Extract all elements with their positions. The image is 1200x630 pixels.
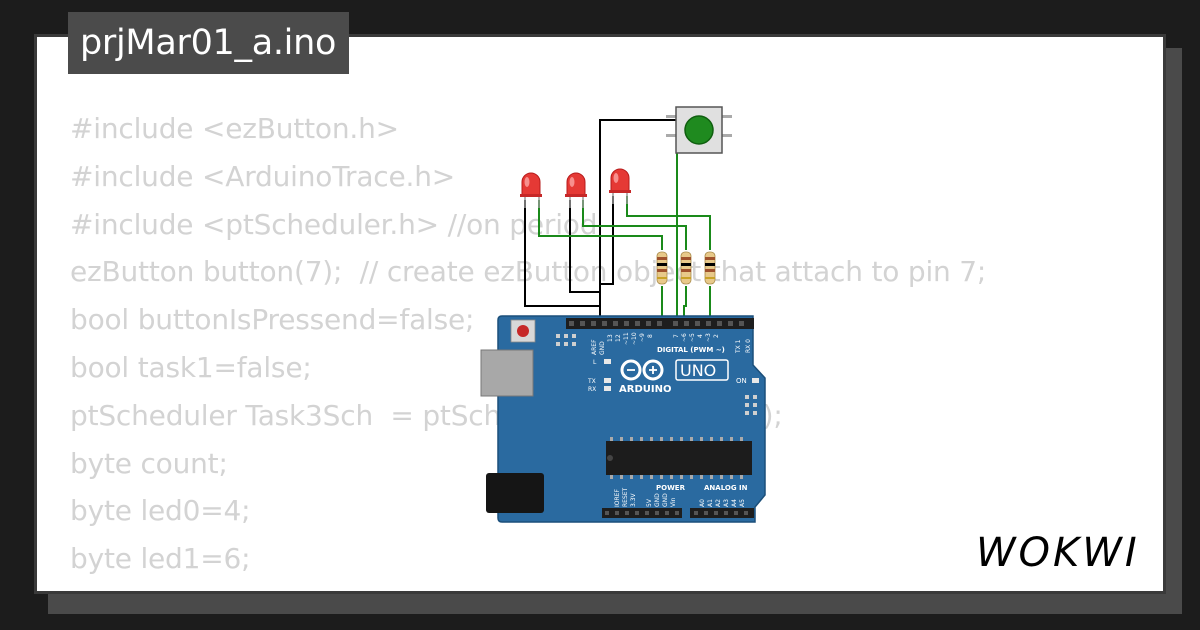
pin-label: ~9 (639, 333, 646, 342)
analog-label: ANALOG IN (704, 484, 748, 492)
pin-label: 7 (673, 334, 680, 338)
code-line: byte led0=4; (70, 494, 251, 528)
power-pin-label: GND (654, 493, 661, 507)
pin-label: 2 (713, 334, 720, 338)
code-line: byte led2=8; (70, 583, 986, 591)
pin-label: 12 (615, 334, 622, 342)
pin-label: 4 (697, 334, 704, 338)
led-red-1[interactable] (520, 172, 542, 208)
analog-pin-label: A2 (715, 499, 722, 507)
board-model-text: UNO (680, 361, 716, 380)
pin-label: 13 (607, 334, 614, 342)
rx-label: RX (588, 386, 596, 393)
on-label: ON (736, 377, 747, 385)
pin-label: ~5 (689, 333, 696, 342)
green-wires (538, 138, 711, 322)
analog-pin-label: A1 (707, 499, 714, 507)
code-line: #include <ezButton.h> (70, 112, 399, 145)
analog-pin-label: A4 (731, 499, 738, 507)
power-label: POWER (656, 484, 686, 492)
analog-pin-label: A0 (699, 499, 706, 507)
push-button[interactable] (666, 106, 732, 154)
resistor-3[interactable] (704, 251, 716, 285)
led-red-3[interactable] (609, 168, 631, 204)
pin-label: ~11 (623, 332, 630, 345)
pin-label: GND (599, 341, 606, 355)
pin-label: ~6 (681, 333, 688, 342)
black-wires (524, 119, 676, 322)
pin-label: RX 0 (745, 339, 752, 353)
analog-pin-label: A5 (739, 499, 746, 507)
l-label: L (593, 359, 597, 366)
wokwi-logo-text: WOKWI (976, 530, 1140, 576)
arduino-logo-icon (620, 359, 664, 381)
circuit-diagram: AREF GND 13 12 ~11 ~10 ~9 8 7 ~6 ~5 4 ~3… (480, 106, 766, 523)
led-red-2[interactable] (565, 172, 587, 208)
code-line: byte led1=6; (70, 542, 251, 576)
pin-label: AREF (591, 339, 598, 355)
pin-label: TX 1 (735, 339, 742, 354)
resistor-1[interactable] (656, 251, 668, 285)
wokwi-logo: WOKWI (976, 530, 1140, 576)
power-pin-label: Vin (670, 497, 677, 507)
pin-label: ~10 (631, 332, 638, 345)
power-pin-label: IOREF (614, 489, 621, 507)
code-line: #include <ArduinoTrace.h> (70, 159, 456, 193)
tx-label: TX (587, 378, 596, 385)
analog-pin-label: A3 (723, 499, 730, 507)
pin-label: ~3 (705, 333, 712, 342)
code-line: bool buttonIsPressend=false; (70, 303, 475, 337)
code-line: byte count; (70, 446, 228, 480)
sketch-title: prjMar01_a.ino (68, 12, 350, 74)
arduino-uno-board[interactable]: AREF GND 13 12 ~11 ~10 ~9 8 7 ~6 ~5 4 ~3… (480, 315, 766, 523)
digital-label: DIGITAL (PWM ~) (657, 346, 725, 354)
code-line: bool task1=false; (70, 350, 312, 384)
resistor-2[interactable] (680, 251, 692, 285)
power-pin-label: RESET (622, 487, 629, 507)
power-pin-label: GND (662, 493, 669, 507)
power-pin-label: 5V (646, 498, 653, 507)
arduino-brand-text: ARDUINO (619, 384, 671, 395)
pin-label: 8 (647, 334, 654, 338)
power-pin-label: 3.3V (630, 492, 637, 507)
